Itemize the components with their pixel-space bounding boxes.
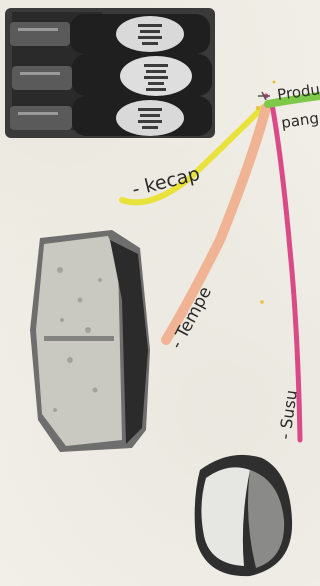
tempe-connector-line: [166, 108, 266, 340]
soy-sauce-bottles-image: [5, 8, 215, 138]
tempe-image: [30, 230, 150, 452]
susu-label: - Susu: [275, 389, 301, 441]
milk-image: [195, 455, 292, 576]
main-label-line2: pang: [280, 109, 320, 132]
connector-lines: [122, 96, 320, 440]
